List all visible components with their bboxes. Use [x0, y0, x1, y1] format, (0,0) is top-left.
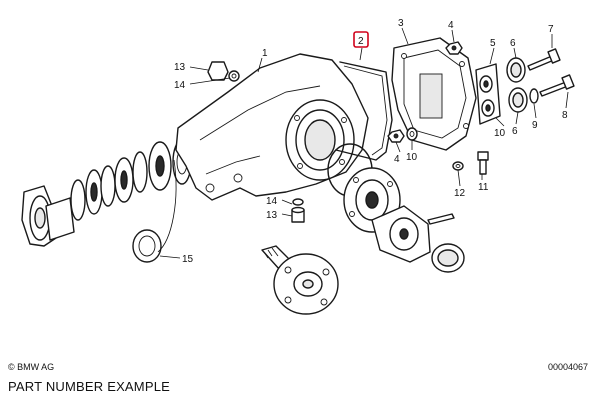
filler-plug	[207, 61, 240, 82]
washer-9	[529, 88, 539, 104]
callout-9[interactable]: 9	[532, 120, 538, 131]
washer-12	[452, 161, 464, 171]
callout-2[interactable]: 2	[358, 36, 364, 47]
callout-12[interactable]: 12	[454, 188, 466, 199]
callout-6-upper[interactable]: 6	[510, 38, 516, 49]
nut-lower	[387, 129, 405, 143]
diagram-reference-code: 00004067	[547, 362, 588, 372]
callout-6-lower[interactable]: 6	[512, 126, 518, 137]
diagram-caption: PART NUMBER EXAMPLE	[8, 379, 171, 394]
washer-lower	[406, 127, 418, 141]
differential-housing	[175, 53, 369, 201]
pinion-bearing-stack	[70, 139, 192, 221]
callout-4-top[interactable]: 4	[448, 20, 454, 31]
callout-7[interactable]: 7	[548, 24, 554, 35]
callout-13-lower[interactable]: 13	[266, 210, 278, 221]
callout-11[interactable]: 11	[478, 182, 489, 193]
rubber-mount-upper	[506, 57, 526, 83]
bolt-upper	[527, 48, 561, 71]
copyright-notice: © BMW AG	[8, 362, 55, 372]
drain-plug	[291, 198, 305, 223]
leader-lines	[157, 27, 569, 259]
callout-10-lower[interactable]: 10	[406, 152, 418, 163]
callout-15[interactable]: 15	[182, 254, 194, 265]
callout-5[interactable]: 5	[490, 38, 496, 49]
bolt-11	[477, 151, 489, 175]
nut-top	[445, 41, 463, 55]
rubber-mount-lower	[508, 87, 528, 113]
mounting-bracket	[475, 63, 501, 125]
callout-14-upper[interactable]: 14	[174, 80, 186, 91]
callout-10-right[interactable]: 10	[494, 128, 506, 139]
drive-flange	[21, 185, 75, 247]
callout-8[interactable]: 8	[562, 110, 568, 121]
callout-1[interactable]: 1	[262, 48, 268, 59]
shim-washer	[132, 229, 162, 263]
callouts: 1 2 3 4 5 6 7 8 9 10 6 4 10 11 12 13 14 …	[174, 18, 568, 265]
callout-3[interactable]: 3	[398, 18, 404, 29]
bolt-lower	[539, 74, 575, 97]
rear-cover	[391, 37, 477, 151]
callout-4-lower[interactable]: 4	[394, 154, 400, 165]
callout-13-upper[interactable]: 13	[174, 62, 186, 73]
callout-14-lower[interactable]: 14	[266, 196, 278, 207]
drive-shaft-flange-right	[371, 205, 455, 263]
output-shaft	[261, 245, 339, 315]
callout-2-highlight	[353, 31, 369, 48]
shaft-seal	[431, 243, 465, 273]
